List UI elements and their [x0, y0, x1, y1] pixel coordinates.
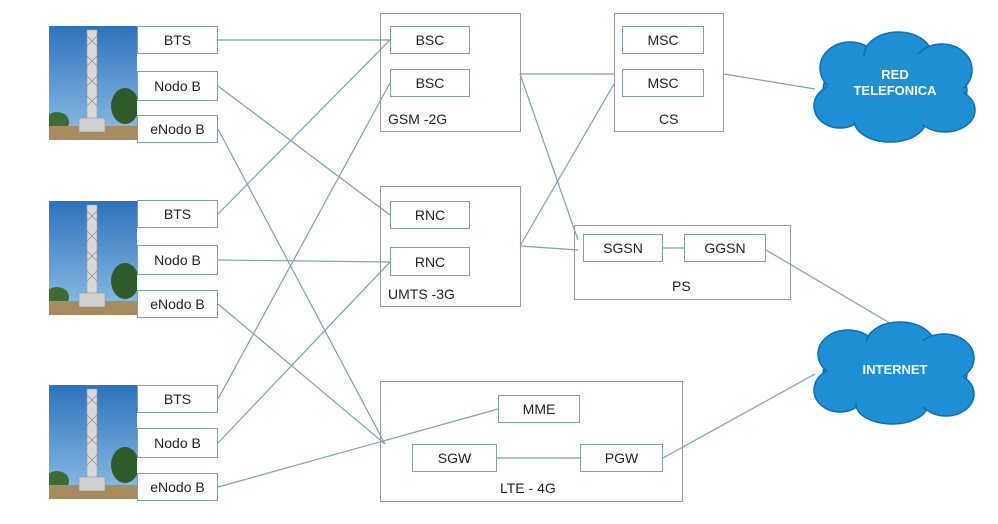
- umts-3g-label: UMTS -3G: [388, 286, 455, 302]
- gsm-2g-group: [380, 13, 521, 132]
- cell-tower-photo-2: [49, 201, 137, 315]
- bsc-box-2: BSC: [390, 69, 470, 97]
- link-umts-msc: [519, 83, 615, 247]
- link-gsm-sgsn: [519, 73, 579, 241]
- gsm-2g-label: GSM -2G: [388, 111, 448, 127]
- cell-tower-photo-1: [49, 26, 137, 140]
- bts-box-3: BTS: [137, 385, 218, 413]
- link-cs-red: [723, 73, 816, 90]
- link-enodob1-sgw: [217, 128, 386, 445]
- enodo-b-box-3: eNodo B: [137, 473, 218, 501]
- nodo-b-box-2: Nodo B: [137, 245, 218, 275]
- lte-4g-group: [380, 381, 683, 502]
- mme-box: MME: [498, 395, 580, 423]
- nodo-b-box-1: Nodo B: [137, 71, 218, 101]
- enodo-b-box-1: eNodo B: [137, 115, 218, 143]
- bts-box-1: BTS: [137, 26, 218, 54]
- link-bts2-bsc: [217, 39, 391, 215]
- link-nodob2-rnc: [217, 259, 391, 263]
- ps-label: PS: [672, 278, 691, 294]
- umts-3g-group: [380, 186, 521, 307]
- rnc-box-2: RNC: [390, 247, 470, 276]
- pgw-box: PGW: [580, 444, 663, 472]
- sgw-box: SGW: [412, 444, 497, 472]
- bts-box-2: BTS: [137, 200, 218, 228]
- lte-4g-label: LTE - 4G: [500, 480, 556, 496]
- link-pgw-internet: [662, 373, 816, 459]
- msc-box-2: MSC: [622, 69, 704, 97]
- msc-box-1: MSC: [622, 26, 704, 54]
- link-enodob2-sgw: [217, 303, 386, 445]
- sgsn-box: SGSN: [583, 234, 663, 262]
- nodo-b-box-3: Nodo B: [137, 428, 218, 458]
- link-umts-sgsn: [519, 245, 579, 251]
- internet-label: INTERNET: [862, 362, 928, 377]
- bsc-box-1: BSC: [390, 26, 470, 54]
- cs-label: CS: [659, 111, 679, 127]
- link-nodob3-rnc: [217, 261, 391, 444]
- red-telefonica-label: RED TELEFONICA: [853, 67, 937, 98]
- link-enodob3-mme: [217, 408, 499, 488]
- red-telefonica-cloud-icon: [813, 31, 976, 143]
- cell-tower-photo-3: [49, 385, 137, 499]
- link-bts3-bsc: [217, 82, 391, 400]
- enodo-b-box-2: eNodo B: [137, 290, 218, 318]
- ps-group: [574, 225, 791, 300]
- link-nodob1-rnc: [217, 85, 391, 216]
- cs-group: [614, 13, 724, 132]
- internet-cloud-icon: [813, 321, 975, 425]
- rnc-box-1: RNC: [390, 201, 470, 229]
- ggsn-box: GGSN: [684, 234, 766, 262]
- link-ggsn-internet: [765, 249, 894, 326]
